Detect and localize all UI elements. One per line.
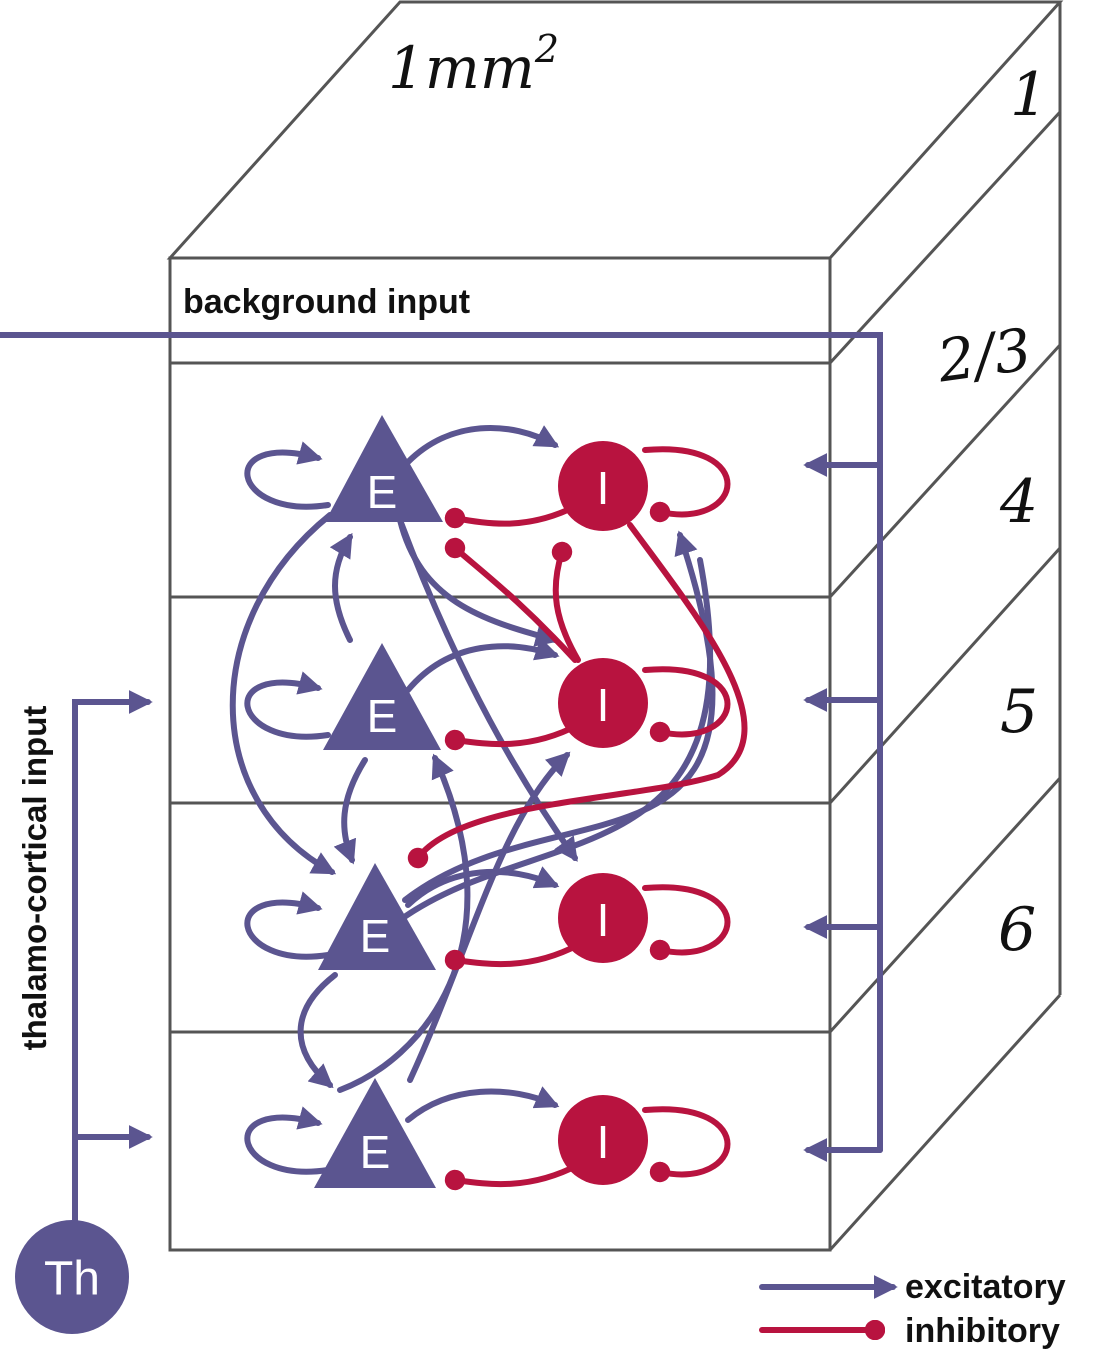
population-label: I <box>597 462 610 514</box>
population-label: I <box>597 679 610 731</box>
layer-label-5: 5 <box>1000 677 1038 747</box>
e-to-i-l6 <box>405 866 560 908</box>
excitatory-population-triangle <box>325 415 443 522</box>
population-label: I <box>597 1116 610 1168</box>
e-to-i-l23 <box>405 1086 560 1123</box>
side-divider <box>828 776 1062 1034</box>
box-front-face <box>168 256 832 1252</box>
thalamus-label: Th <box>44 1253 100 1306</box>
legend: excitatory inhibitory <box>759 1268 1066 1350</box>
e6-to-i4-parallel <box>397 557 714 923</box>
side-divider <box>828 546 1062 805</box>
thalamic-line-l4 <box>72 690 153 1293</box>
background-input <box>0 332 883 1162</box>
column-box <box>166 0 1064 1252</box>
populations: E I E I E I E I <box>314 415 648 1188</box>
layer-label-1: 1 <box>1010 60 1048 130</box>
excitatory-population-triangle <box>314 1078 436 1188</box>
e5-to-e6 <box>333 757 368 865</box>
inhibitory-population-circle <box>558 873 648 963</box>
population-e-l5: E <box>323 643 441 750</box>
inhibitory-population-circle <box>558 658 648 748</box>
self-loop-e <box>244 891 331 960</box>
layer-label-2-3: 2/3 <box>933 315 1036 395</box>
population-i-l6: I <box>558 873 648 963</box>
thalamo-cortical-input: Th <box>15 690 153 1334</box>
population-label: E <box>367 466 398 518</box>
e-to-i-l4 <box>405 424 560 465</box>
background-input-label: background input <box>183 283 470 321</box>
i-to-e-l4 <box>444 502 581 529</box>
inhibitory-population-circle <box>558 1095 648 1185</box>
i5-to-e4 <box>444 537 578 663</box>
thalamus-node <box>15 1220 129 1334</box>
layer-label-6: 6 <box>998 895 1036 965</box>
legend-inhibitory-label: inhibitory <box>905 1312 1060 1350</box>
i-to-e-l6 <box>444 942 581 971</box>
i-to-e-l23 <box>444 1162 581 1191</box>
population-label: I <box>597 894 610 946</box>
area-label: 1mm2 <box>388 27 559 102</box>
excitatory-connections <box>229 424 716 1175</box>
excitatory-population-triangle <box>323 643 441 750</box>
population-label: E <box>360 1126 391 1178</box>
self-loop-e <box>244 671 331 740</box>
legend-excitatory-label: excitatory <box>905 1268 1066 1306</box>
e5-to-e4 <box>329 532 353 643</box>
inhibitory-connections <box>407 446 748 1191</box>
population-i-l23: I <box>558 1095 648 1185</box>
thalamo-cortical-label: thalamo-cortical input <box>16 706 53 1051</box>
box-top-face <box>166 0 1064 260</box>
inhibitory-population-circle <box>558 441 648 531</box>
population-label: E <box>367 690 398 742</box>
e-to-i-l5 <box>405 637 560 693</box>
side-divider <box>828 343 1062 599</box>
self-loop-e <box>244 1106 331 1175</box>
population-label: E <box>360 910 391 962</box>
side-divider <box>828 110 1062 365</box>
population-e-l4: E <box>325 415 443 522</box>
e4-to-e6 <box>229 512 337 875</box>
layer-label-4: 4 <box>999 467 1038 537</box>
self-loop-i <box>642 884 731 961</box>
e23-to-i5 <box>407 751 571 1083</box>
box-bottom-edge <box>828 993 1062 1252</box>
self-loop-i <box>642 1106 731 1183</box>
i5-to-i4 <box>551 541 581 663</box>
population-e-l23: E <box>314 1078 436 1188</box>
excitatory-population-triangle <box>318 863 436 970</box>
i-to-e-l5 <box>444 722 581 751</box>
background-input-line <box>0 332 883 1153</box>
population-i-l4: I <box>558 441 648 531</box>
e6-to-e23 <box>297 972 338 1089</box>
population-e-l6: E <box>318 863 436 970</box>
population-i-l5: I <box>558 658 648 748</box>
self-loop-i <box>642 666 731 743</box>
e4-to-i6 <box>397 517 578 862</box>
i4-to-e6 <box>407 522 748 869</box>
self-loop-e <box>244 441 331 510</box>
self-loop-i <box>642 446 731 523</box>
